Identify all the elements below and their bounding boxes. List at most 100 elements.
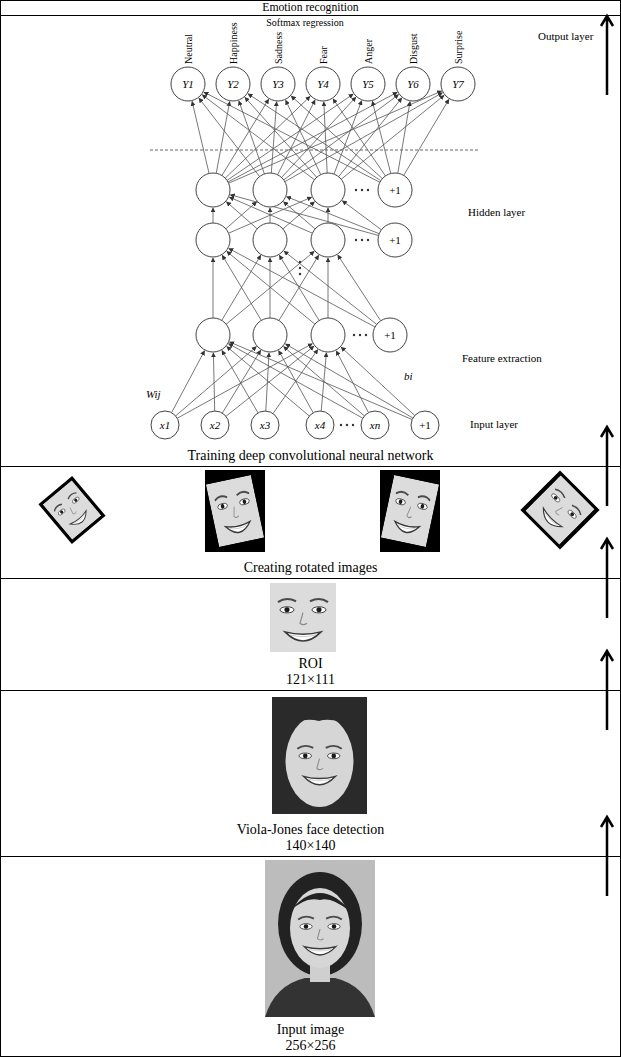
network-link — [342, 201, 381, 230]
neuron-label: Y5 — [362, 78, 374, 90]
network-link — [333, 99, 385, 176]
class-label: Fear — [318, 46, 329, 64]
network-link — [291, 96, 382, 179]
caption-text: Emotion recognition — [1, 1, 620, 15]
ellipsis-dot — [359, 334, 361, 336]
face-image — [381, 475, 439, 547]
network-link — [248, 94, 381, 181]
neuron-circle — [411, 411, 439, 439]
network-link — [341, 347, 415, 415]
network-link — [213, 208, 214, 223]
stage-band: ROI121×111 — [0, 578, 621, 691]
network-link — [202, 95, 314, 180]
network-link — [341, 95, 444, 179]
neuron-circle — [311, 173, 345, 207]
caption-text: Viola-Jones face detection — [1, 822, 620, 838]
neuron-circle — [253, 223, 287, 257]
neuron-circle — [251, 411, 279, 439]
network-link — [284, 251, 377, 324]
band-caption: Viola-Jones face detection140×140 — [1, 822, 620, 854]
roi-image — [270, 583, 336, 652]
rotated-face-2 — [205, 470, 265, 552]
class-label: Sadness — [273, 32, 284, 64]
rotated-face-4 — [520, 470, 599, 549]
detected-face-image — [272, 697, 367, 814]
neuron-label: Y3 — [272, 78, 284, 90]
neuron-circle — [311, 223, 345, 257]
neuron-label: x3 — [260, 419, 270, 431]
network-link — [230, 195, 378, 236]
neuron-circle — [306, 67, 340, 101]
band-caption: Training deep convolutional neural netwo… — [1, 448, 620, 464]
face-image — [206, 475, 264, 547]
ellipsis-dot — [299, 261, 301, 263]
network-link — [279, 351, 314, 413]
neuron-circle — [196, 318, 230, 352]
input-image — [265, 860, 375, 1017]
layer-label: Softmax regression — [266, 17, 344, 28]
network-link — [279, 255, 319, 320]
network-link — [172, 351, 205, 413]
ellipsis-dot — [367, 189, 369, 191]
network-link — [271, 102, 276, 173]
layer-label: Hidden layer — [468, 206, 525, 218]
band-caption: ROI121×111 — [1, 656, 620, 688]
neuron-label: xn — [370, 419, 380, 431]
caption-text: 121×111 — [1, 672, 620, 688]
layer-label: Output layer — [538, 30, 593, 42]
caption-text: Training deep convolutional neural netwo… — [1, 448, 620, 464]
ellipsis-dot — [340, 424, 342, 426]
layer-label: Feature extraction — [462, 352, 542, 364]
class-label: Surprise — [453, 31, 464, 64]
band-caption: Creating rotated images — [1, 560, 620, 576]
neuron-circle — [253, 318, 287, 352]
network-link — [338, 255, 381, 321]
neuron-circle — [311, 318, 345, 352]
network-link — [216, 102, 230, 174]
ellipsis-dot — [353, 334, 355, 336]
network-link — [270, 258, 271, 318]
image-ground — [205, 470, 265, 552]
ellipsis-dot — [355, 239, 357, 241]
network-link — [278, 100, 315, 175]
network-link — [226, 346, 314, 416]
network-link — [230, 342, 413, 420]
network-link — [192, 102, 209, 174]
layer-label: Wij — [146, 388, 161, 400]
dashed-separator — [150, 150, 480, 151]
neuron-circle — [396, 67, 430, 101]
caption-text: 140×140 — [1, 838, 620, 854]
network-link — [213, 258, 214, 318]
network-link — [229, 91, 442, 183]
neuron-circle — [351, 67, 385, 101]
image-ground — [380, 470, 440, 552]
network-link — [336, 351, 368, 413]
network-link — [286, 100, 321, 174]
network-link — [226, 202, 257, 229]
neuron-circle — [253, 173, 287, 207]
stage-band: Emotion recognition — [0, 0, 621, 16]
network-link — [284, 95, 399, 180]
ellipsis-dot — [365, 334, 367, 336]
network-link — [334, 101, 362, 174]
stage-band: Viola-Jones face detection140×140 — [0, 690, 621, 857]
rotated-face-1 — [38, 476, 105, 544]
class-label: Anger — [363, 39, 374, 64]
network-link — [229, 344, 363, 419]
neuron-circle — [151, 411, 179, 439]
band-caption: Emotion recognition — [1, 1, 620, 15]
neuron-circle — [361, 411, 389, 439]
network-link — [226, 252, 314, 325]
class-label: Neutral — [183, 34, 194, 64]
caption-text: ROI — [1, 656, 620, 672]
neuron-circle — [171, 67, 205, 101]
neuron-circle — [373, 318, 407, 352]
neuron-label: x4 — [315, 419, 325, 431]
neuron-circle — [441, 67, 475, 101]
network-link — [404, 100, 449, 176]
neuron-label: Y7 — [452, 78, 464, 90]
neuron-circle — [378, 173, 412, 207]
